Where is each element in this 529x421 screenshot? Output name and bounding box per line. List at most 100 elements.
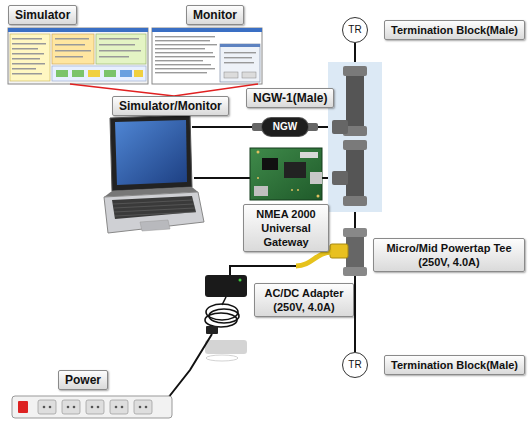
node-text: Micro/Mid Powertap Tee (250V, 4.0A) <box>380 241 518 269</box>
backbone-tee-connectors <box>343 66 367 76</box>
backbone-tee-connectors <box>328 62 382 212</box>
laptop-picture <box>140 220 170 231</box>
laptop-picture <box>104 192 204 233</box>
red-leader-lines <box>70 84 174 96</box>
label-box: Termination Block(Male) <box>384 20 525 40</box>
node-text: TR <box>348 360 361 370</box>
node-text: Monitor <box>193 8 237 22</box>
monitor-screenshot <box>152 28 262 32</box>
monitor-screenshot <box>242 72 256 78</box>
monitor-screenshot <box>220 44 260 82</box>
simulator-screenshot <box>96 34 146 64</box>
simulator-screenshot <box>12 68 36 70</box>
node-text: Termination Block(Male) <box>391 23 518 37</box>
monitor-screenshot <box>155 60 203 61</box>
power-strip-picture <box>97 406 100 409</box>
simulator-screenshot <box>12 48 38 50</box>
node-text: NGW <box>273 121 297 133</box>
simulator-screenshot <box>12 53 44 55</box>
label-box: Simulator/Monitor <box>112 96 229 116</box>
simulator-screenshot <box>8 28 148 84</box>
gateway-board-picture <box>257 177 259 179</box>
cables <box>354 276 356 352</box>
power-strip-picture <box>145 406 148 409</box>
simulator-screenshot <box>12 38 42 40</box>
laptop-picture <box>115 212 196 216</box>
power-strip-picture <box>43 406 148 409</box>
power-strip-picture <box>67 406 70 409</box>
simulator-screenshot <box>120 70 132 77</box>
power-strip-picture <box>134 400 152 414</box>
adapter-picture <box>205 313 237 327</box>
adapter-picture <box>222 297 226 305</box>
simulator-screenshot <box>55 44 85 46</box>
simulator-screenshot <box>55 38 89 40</box>
power-strip-picture <box>12 396 172 418</box>
gateway-board-picture <box>257 151 320 198</box>
monitor-screenshot <box>220 44 260 47</box>
cables <box>194 177 250 179</box>
monitor-screenshot <box>152 28 262 84</box>
terminator-circle: TR <box>342 352 368 378</box>
simulator-screenshot <box>12 73 42 75</box>
simulator-screenshot <box>104 70 116 77</box>
power-strip-picture <box>38 400 56 414</box>
simulator-screenshot <box>134 70 143 77</box>
power-strip-picture <box>12 396 172 418</box>
simulator-screenshot <box>55 56 83 58</box>
laptop-picture <box>110 115 192 191</box>
adapter-picture <box>205 340 247 361</box>
simulator-screenshot <box>88 70 100 77</box>
laptop-picture <box>114 208 195 212</box>
power-strip-picture <box>43 406 46 409</box>
cables <box>230 266 296 275</box>
label-box: NGW-1(Male) <box>246 88 334 108</box>
simulator-screenshot <box>56 70 68 77</box>
simulator-screenshot <box>99 56 129 58</box>
gateway-board-picture <box>291 189 293 191</box>
label-box: Power <box>58 370 108 390</box>
node-text: AC/DC Adapter (250V, 4.0A) <box>261 286 347 314</box>
powertap-tee-picture <box>343 228 367 237</box>
monitor-screenshot <box>224 62 254 63</box>
terminator-circle: TR <box>342 17 368 43</box>
laptop-picture <box>112 196 196 219</box>
gateway-board-picture <box>300 152 318 158</box>
power-strip-picture <box>115 406 118 409</box>
laptop-picture <box>113 200 196 216</box>
monitor-screenshot <box>155 36 217 73</box>
backbone-tee-connectors <box>343 196 367 206</box>
gateway-board-picture <box>297 189 299 191</box>
node-text: Termination Block(Male) <box>391 358 518 372</box>
monitor-screenshot <box>155 52 213 53</box>
backbone-tee-connectors <box>332 120 348 134</box>
simulator-screenshot <box>99 50 141 52</box>
gateway-board-picture <box>262 158 278 170</box>
red-leader-lines <box>70 84 258 96</box>
laptop-picture <box>115 120 187 185</box>
powertap-tee-picture <box>343 267 367 276</box>
simulator-screenshot <box>8 28 148 32</box>
adapter-picture <box>239 279 242 282</box>
monitor-screenshot <box>155 72 207 73</box>
gateway-device: NGW <box>262 118 308 136</box>
simulator-screenshot <box>12 43 46 45</box>
adapter-picture <box>205 275 247 297</box>
adapter-picture <box>205 297 239 327</box>
node-text: NGW-1(Male) <box>253 91 327 105</box>
powertap-tee-picture <box>330 244 348 258</box>
monitor-screenshot <box>155 64 211 65</box>
monitor-screenshot <box>224 52 256 53</box>
simulator-screenshot <box>99 38 139 40</box>
cables <box>192 126 262 128</box>
adapter-picture <box>206 355 238 361</box>
power-strip-picture <box>62 400 80 414</box>
node-text: Simulator <box>15 8 70 22</box>
label-box: Termination Block(Male) <box>384 355 525 375</box>
power-strip-picture <box>73 406 76 409</box>
label-box: Simulator <box>8 5 77 25</box>
monitor-screenshot <box>155 36 215 37</box>
label-box: Micro/Mid Powertap Tee (250V, 4.0A) <box>373 238 525 272</box>
simulator-screenshot <box>52 66 146 81</box>
